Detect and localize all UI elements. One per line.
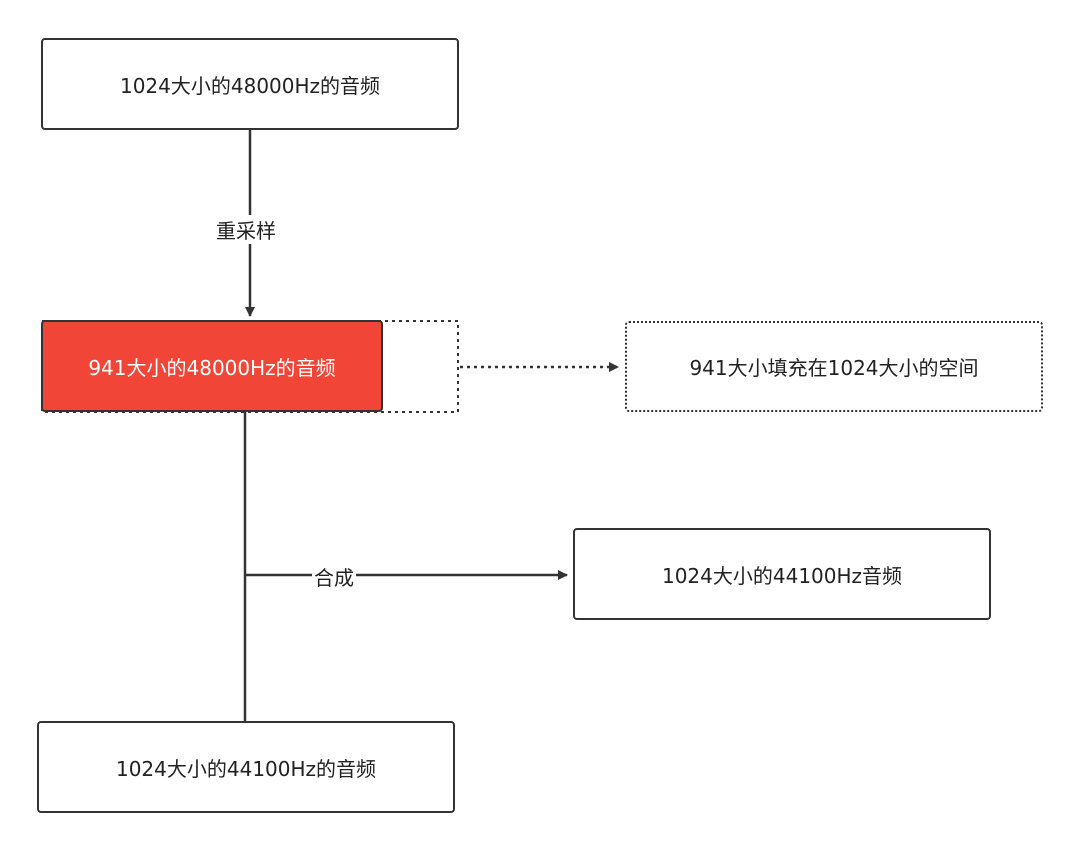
resample-edge-label: 重采样 [214, 215, 278, 244]
resampled-audio-node: 941大小的48000Hz的音频 [41, 320, 383, 412]
resampled-audio-label: 941大小的48000Hz的音频 [88, 355, 336, 380]
padding-note-node: 941大小填充在1024大小的空间 [625, 321, 1043, 412]
padding-note-label: 941大小填充在1024大小的空间 [689, 356, 979, 380]
source-audio-label: 1024大小的48000Hz的音频 [119, 73, 381, 98]
output-audio-node: 1024大小的44100Hz的音频 [37, 721, 455, 813]
composite-audio-node: 1024大小的44100Hz音频 [573, 528, 991, 620]
composite-audio-label: 1024大小的44100Hz音频 [661, 563, 903, 588]
combine-edge-label: 合成 [312, 562, 356, 591]
output-audio-label: 1024大小的44100Hz的音频 [115, 756, 377, 781]
source-audio-node: 1024大小的48000Hz的音频 [41, 38, 459, 130]
